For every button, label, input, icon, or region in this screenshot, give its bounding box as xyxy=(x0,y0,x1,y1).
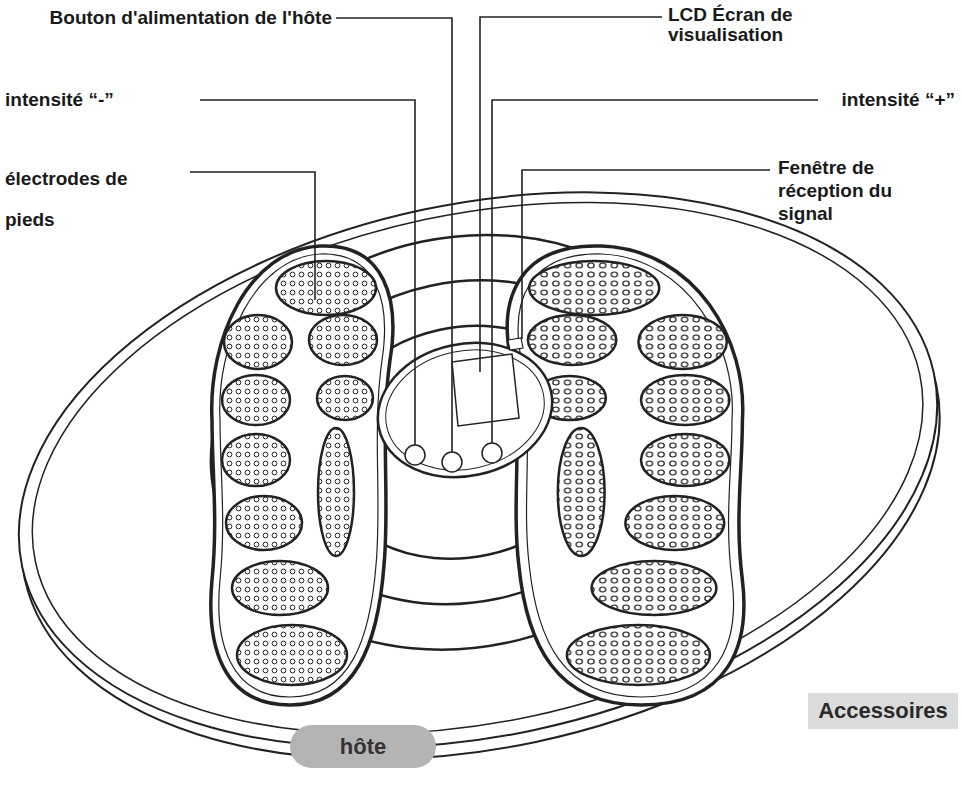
leader-line xyxy=(480,17,662,372)
foot-electrode xyxy=(211,246,393,705)
minus-button xyxy=(405,445,425,465)
part-label: intensité “-” xyxy=(5,89,185,112)
leader-line xyxy=(190,172,315,300)
plate-top xyxy=(0,113,962,786)
signal-window xyxy=(508,338,523,350)
part-label: LCD Écran de visualisation xyxy=(668,5,828,45)
lcd-screen xyxy=(452,354,519,426)
host-pill: hôte xyxy=(290,725,436,768)
foot-electrode xyxy=(507,246,744,705)
leader-line xyxy=(522,170,770,339)
power-button xyxy=(442,452,462,472)
part-label: Bouton d'alimentation de l'hôte xyxy=(10,7,332,30)
part-label: intensité “+” xyxy=(800,89,955,112)
plate-base xyxy=(0,125,962,786)
leader-line xyxy=(200,100,415,445)
part-label: électrodes de pieds xyxy=(5,158,155,240)
control-panel xyxy=(365,327,565,493)
node-text: hôte xyxy=(340,734,386,760)
leader-line xyxy=(336,18,452,452)
control-panel-rim xyxy=(374,336,555,485)
plate-rim xyxy=(0,126,962,786)
part-label: Fenêtre de réception du signal xyxy=(778,157,913,225)
leader-line xyxy=(492,100,818,443)
accessory-tab: Accessoires xyxy=(808,693,958,729)
plus-button xyxy=(482,443,502,463)
node-text: Accessoires xyxy=(818,698,948,724)
